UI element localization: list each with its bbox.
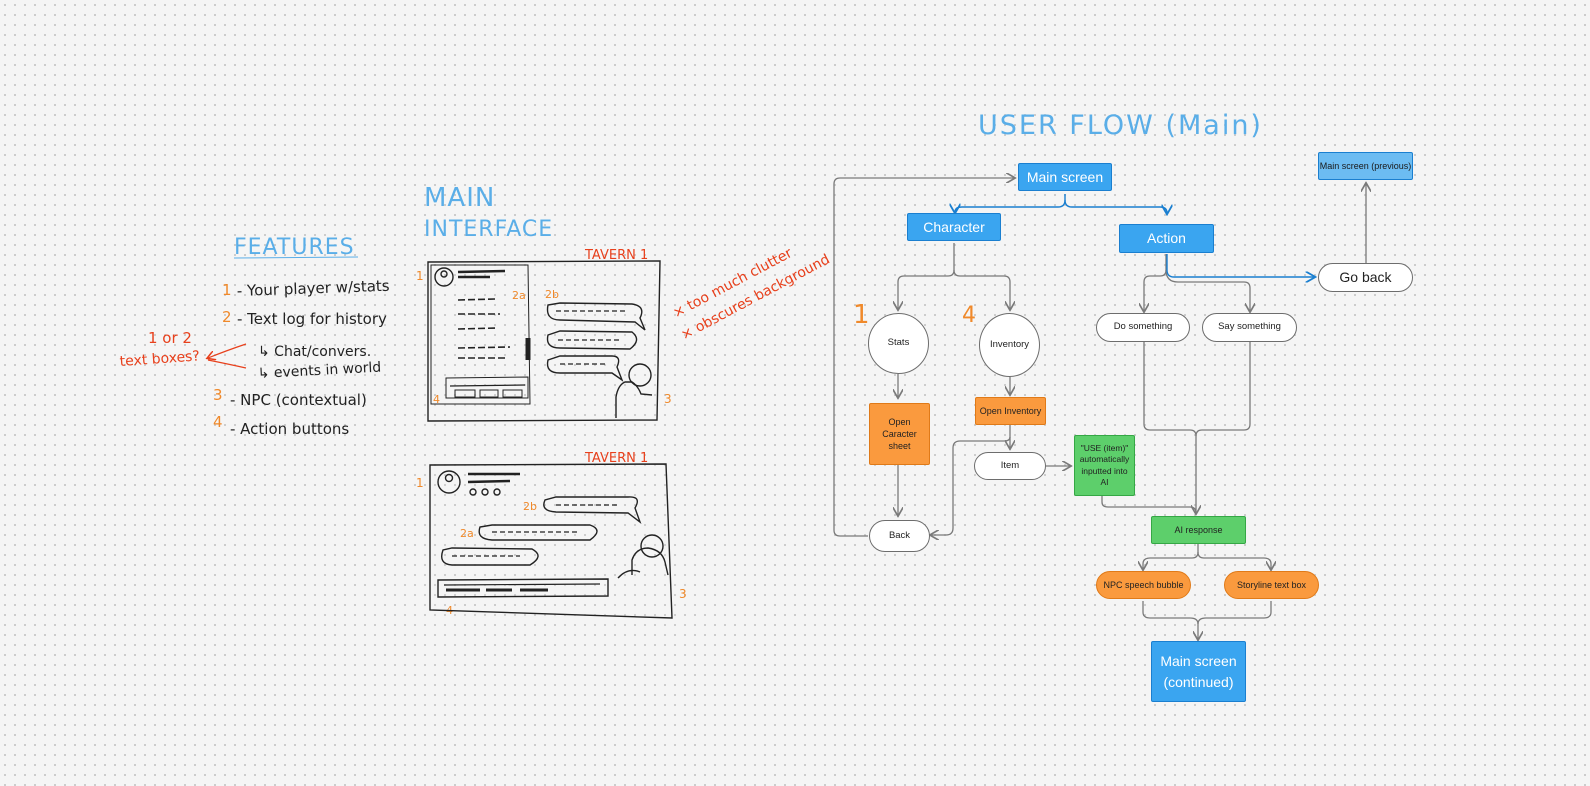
feature-num-2: 2 bbox=[222, 308, 232, 326]
feature-num-4: 4 bbox=[213, 413, 223, 431]
storyline-text-box-node[interactable]: Storyline text box bbox=[1224, 571, 1319, 599]
item-node[interactable]: Item bbox=[974, 452, 1046, 480]
sketch2-num-3: 3 bbox=[679, 587, 687, 601]
open-character-sheet-node[interactable]: Open Caracter sheet bbox=[869, 403, 930, 465]
interface-title-line1: MAIN bbox=[424, 183, 495, 213]
feature-num-3: 3 bbox=[213, 386, 223, 404]
main-screen-node[interactable]: Main screen bbox=[1018, 163, 1112, 191]
main-screen-continued-node[interactable]: Main screen (continued) bbox=[1151, 641, 1246, 702]
sketch1-num-3: 3 bbox=[664, 392, 672, 406]
features-title: FEATURES bbox=[234, 235, 355, 260]
feature-text-4: - Action buttons bbox=[230, 420, 349, 438]
features-notes: FEATURES 1 - Your player w/stats 2 - Tex… bbox=[119, 235, 390, 438]
npc-speech-bubble-node[interactable]: NPC speech bubble bbox=[1096, 571, 1191, 599]
sketch2-num-2b: 2b bbox=[523, 500, 537, 513]
sketch1-label: TAVERN 1 bbox=[584, 248, 648, 263]
flow-connectors bbox=[833, 178, 1366, 639]
sketch1-num-2a: 2a bbox=[512, 289, 526, 302]
interface-title-line2: INTERFACE bbox=[424, 217, 553, 242]
main-screen-previous-node[interactable]: Main screen (previous) bbox=[1318, 152, 1413, 180]
do-something-node[interactable]: Do something bbox=[1096, 313, 1190, 342]
feature-text-3: - NPC (contextual) bbox=[230, 391, 367, 409]
go-back-node[interactable]: Go back bbox=[1318, 263, 1413, 292]
wireframe-sketch-2 bbox=[429, 463, 673, 619]
inventory-node[interactable]: Inventory bbox=[979, 313, 1040, 377]
interface-notes: MAIN INTERFACE TAVERN 1 TAVERN 1 × too m… bbox=[416, 183, 833, 617]
feature-num-1: 1 bbox=[222, 281, 232, 299]
action-node[interactable]: Action bbox=[1119, 224, 1214, 253]
sketch2-num-1: 1 bbox=[416, 476, 424, 490]
sketch1-num-2b: 2b bbox=[545, 288, 559, 301]
character-node[interactable]: Character bbox=[907, 213, 1001, 241]
sketch1-num-4: 4 bbox=[433, 393, 440, 406]
back-node[interactable]: Back bbox=[869, 520, 930, 552]
sketch2-num-2a: 2a bbox=[460, 527, 474, 540]
stats-node[interactable]: Stats bbox=[868, 313, 929, 374]
feature-text-1: - Your player w/stats bbox=[237, 277, 391, 300]
sketch1-num-1: 1 bbox=[416, 269, 424, 283]
inventory-num: 4 bbox=[962, 303, 976, 328]
open-inventory-node[interactable]: Open Inventory bbox=[975, 397, 1046, 425]
wireframe-sketch-1 bbox=[427, 260, 661, 422]
flow-notes: USER FLOW (Main) 1 4 bbox=[853, 110, 1263, 330]
flow-title: USER FLOW (Main) bbox=[978, 110, 1263, 141]
feature-text-2a: ↳ Chat/convers. bbox=[258, 344, 371, 360]
use-item-node[interactable]: "USE (item)" automatically inputted into… bbox=[1074, 435, 1135, 496]
stats-num: 1 bbox=[853, 300, 870, 330]
sketch2-label: TAVERN 1 bbox=[584, 451, 648, 466]
side-note-line2: text boxes? bbox=[119, 348, 200, 370]
ai-response-node[interactable]: AI response bbox=[1151, 516, 1246, 544]
feature-text-2: - Text log for history bbox=[237, 310, 387, 328]
side-note-line1: 1 or 2 bbox=[148, 329, 192, 347]
flow-highlight-connectors bbox=[955, 194, 1314, 277]
say-something-node[interactable]: Say something bbox=[1202, 313, 1297, 342]
feature-text-2b: ↳ events in world bbox=[257, 360, 381, 382]
